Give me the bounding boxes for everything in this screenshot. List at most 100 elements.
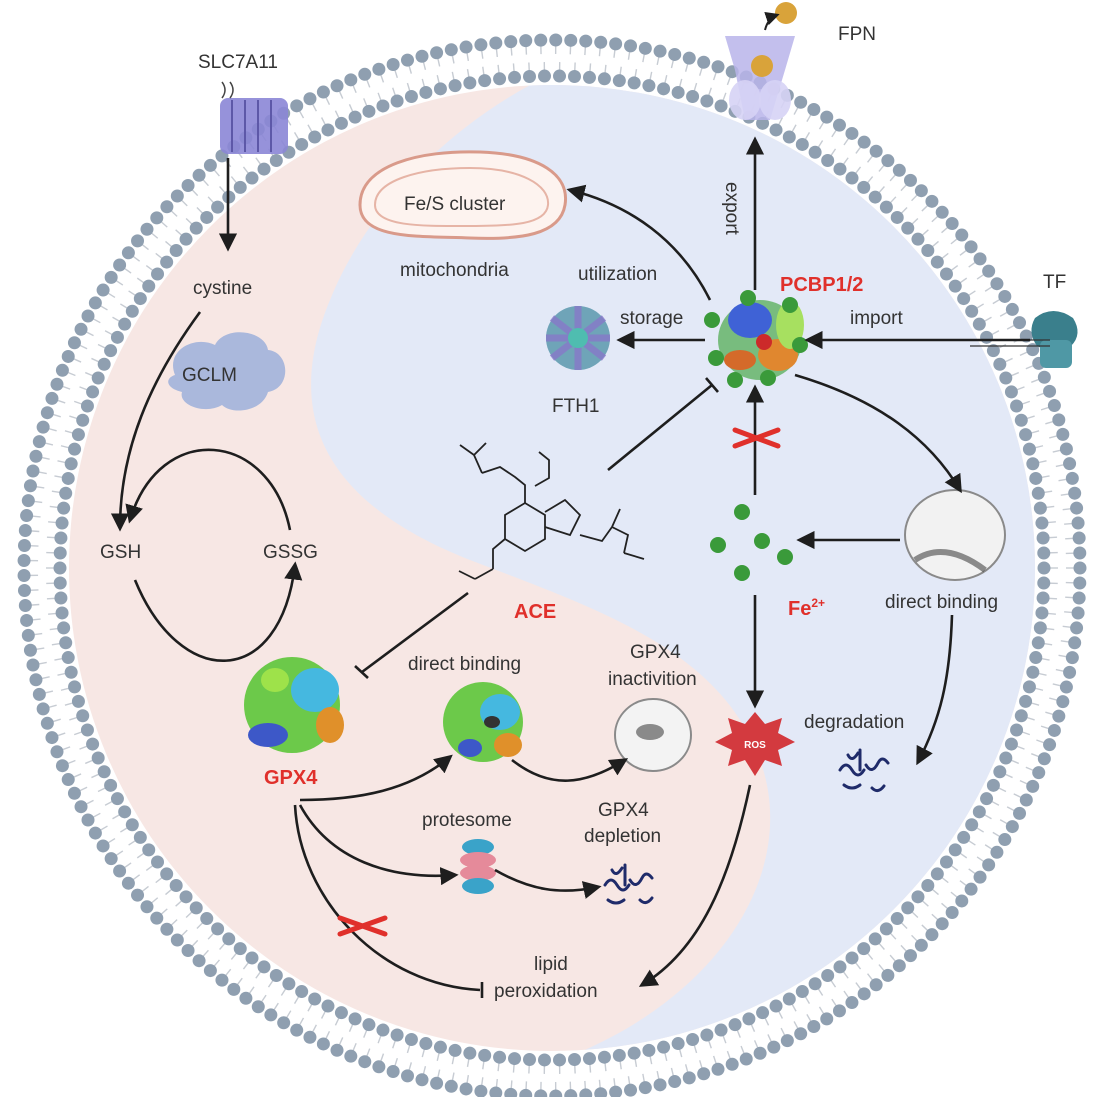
lipid-head — [914, 184, 928, 198]
lipid-head — [227, 982, 241, 996]
lipid-head — [998, 833, 1012, 847]
lipid-head — [45, 731, 59, 745]
lipid-head — [832, 1004, 846, 1018]
lipid-head — [96, 283, 110, 297]
lipid-head — [86, 385, 100, 399]
lipid-head — [832, 118, 846, 132]
lipid-head — [181, 178, 195, 192]
lipid-head — [1073, 561, 1087, 575]
lipid-head — [972, 317, 986, 331]
lipid-head — [17, 538, 31, 552]
lipid-head — [612, 74, 626, 88]
lipid-head — [1032, 766, 1046, 780]
lipid-head — [1065, 471, 1079, 485]
lipid-head — [857, 987, 871, 1001]
lipid-head — [110, 792, 124, 806]
lipid-head — [181, 944, 195, 958]
gpx4-depletion-label-1: GPX4 — [598, 800, 649, 821]
lipid-head — [682, 1071, 696, 1085]
lipid-head — [980, 792, 994, 806]
lipid-head — [948, 279, 962, 293]
lipid-head — [169, 243, 183, 257]
lipid-head — [277, 1016, 291, 1030]
pcbp-protein-icon — [718, 300, 804, 380]
lipid-head — [474, 38, 488, 52]
lipid-head — [982, 858, 996, 872]
lipid-head — [415, 1073, 429, 1087]
protesome-label: protesome — [422, 810, 512, 831]
lipid-head — [903, 173, 917, 187]
lipid-head — [568, 70, 582, 84]
lipid-head — [612, 1048, 626, 1062]
lipid-head — [807, 102, 821, 116]
lipid-head — [901, 901, 915, 915]
lipid-head — [807, 1020, 821, 1034]
pcbp-to-binding-arrow — [794, 373, 962, 494]
lipid-head — [433, 82, 447, 96]
lipid-head — [113, 864, 127, 878]
lipid-head — [29, 449, 43, 463]
lipid-head — [386, 1065, 400, 1079]
lipid-head — [594, 1087, 608, 1097]
lipid-head — [627, 1046, 641, 1060]
lipid-head — [179, 232, 193, 246]
lipid-head — [118, 805, 132, 819]
lipid-head — [303, 92, 317, 106]
lipid-head — [18, 524, 32, 538]
gpx4-fragments-icon — [603, 863, 654, 905]
lipid-head — [386, 57, 400, 71]
lipid-head — [334, 1006, 348, 1020]
gpx4-depletion-label-2: depletion — [584, 826, 661, 847]
lipid-head — [493, 1050, 507, 1064]
gclm-icon — [168, 332, 286, 411]
lipid-head — [1056, 695, 1070, 709]
lipid-head — [1063, 665, 1077, 679]
lipid-head — [61, 349, 75, 363]
lipid-head — [1031, 486, 1045, 500]
lipid-head — [334, 116, 348, 130]
lipid-head — [653, 1078, 667, 1092]
lipid-head — [1033, 501, 1047, 515]
block-x-icon — [732, 427, 781, 449]
lipid-head — [23, 479, 37, 493]
labels: SLC7A11 FPN TF cystine GCLM GSH GSSG Fe/… — [100, 24, 1066, 1002]
lipid-head — [965, 818, 979, 832]
lipid-head — [582, 1052, 596, 1066]
lipid-head — [795, 137, 809, 151]
direct-binding-label-right: direct binding — [885, 592, 998, 613]
lipid-head — [74, 800, 88, 814]
lipid-head — [579, 34, 593, 48]
lipid-head — [1063, 457, 1077, 471]
lipid-head — [200, 912, 214, 926]
slc7a11-transporter-icon — [220, 81, 288, 154]
lipid-head — [1070, 501, 1084, 515]
lipid-head — [930, 255, 944, 269]
lipid-head — [627, 76, 641, 90]
lipid-head — [330, 79, 344, 93]
lipid-head — [794, 95, 808, 109]
lipid-head — [881, 968, 895, 982]
lipid-head — [742, 1012, 756, 1026]
fe-s-cluster-label: Fe/S cluster — [404, 194, 506, 215]
gsh-label: GSH — [100, 542, 141, 563]
lipid-head — [59, 636, 73, 650]
lipid-head — [955, 228, 969, 242]
lipid-head — [88, 296, 102, 310]
lipid-head — [211, 200, 225, 214]
lipid-head — [697, 1067, 711, 1081]
lipid-head — [955, 894, 969, 908]
lipid-head — [478, 1048, 492, 1062]
lipid-head — [444, 1079, 458, 1093]
binding-to-degradation-arrow — [916, 614, 954, 766]
lipid-head — [982, 264, 996, 278]
lipid-head — [282, 977, 296, 991]
lipid-head — [1059, 442, 1073, 456]
lipid-head — [344, 73, 358, 87]
lipid-peroxidation-label-2: peroxidation — [494, 981, 598, 1002]
lipid-head — [671, 1037, 685, 1051]
lipid-head — [415, 49, 429, 63]
lipid-head — [203, 158, 217, 172]
lipid-head — [597, 1050, 611, 1064]
lipid-head — [344, 1049, 358, 1063]
cell-membrane — [17, 33, 1087, 1097]
